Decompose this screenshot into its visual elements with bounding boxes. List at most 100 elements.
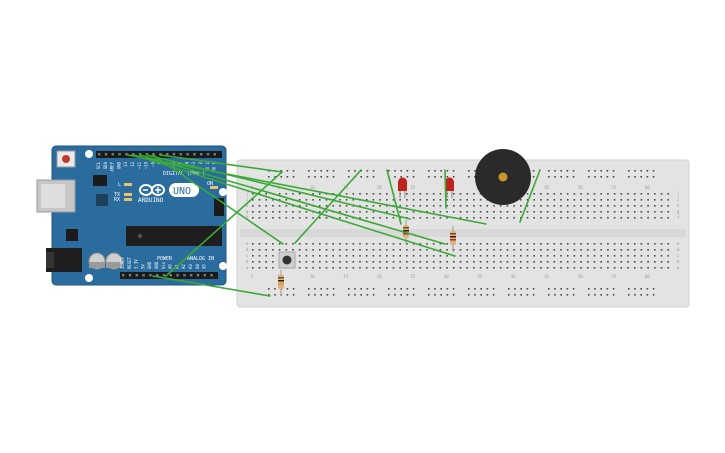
terminal-hole xyxy=(432,205,435,207)
terminal-hole xyxy=(419,193,422,195)
pushbutton[interactable] xyxy=(278,251,296,269)
rail-hole xyxy=(548,288,550,290)
rail-hole xyxy=(434,294,436,296)
terminal-hole xyxy=(305,261,308,263)
terminal-hole xyxy=(459,199,462,201)
terminal-hole xyxy=(520,243,522,245)
column-number: 25 xyxy=(410,274,415,279)
terminal-hole xyxy=(278,205,281,207)
header-pin xyxy=(125,153,128,156)
terminal-hole xyxy=(506,249,509,251)
terminal-hole xyxy=(647,261,649,263)
terminal-hole xyxy=(499,249,502,251)
red-led-2[interactable] xyxy=(445,177,454,198)
terminal-hole xyxy=(546,267,549,269)
rail-hole xyxy=(428,170,430,172)
rail-hole xyxy=(588,170,590,172)
rail-hole xyxy=(348,176,350,178)
terminal-hole xyxy=(660,267,663,269)
resistor-button[interactable] xyxy=(278,270,284,296)
terminal-hole xyxy=(493,211,495,213)
header-pin xyxy=(135,274,138,277)
bottom-pin-label: A2 xyxy=(181,264,186,269)
terminal-hole xyxy=(419,261,422,263)
terminal-hole xyxy=(399,261,401,263)
rail-hole xyxy=(274,176,276,178)
resistor-led-2[interactable] xyxy=(450,226,456,252)
terminal-hole xyxy=(365,199,368,201)
piezo-buzzer[interactable] xyxy=(475,149,531,205)
rail-hole xyxy=(468,288,470,290)
terminal-hole xyxy=(654,205,656,207)
terminal-hole xyxy=(660,217,663,219)
header-pin xyxy=(190,274,193,277)
rail-hole xyxy=(554,170,556,172)
terminal-hole xyxy=(613,211,616,213)
rail-hole xyxy=(394,288,396,290)
terminal-hole xyxy=(265,243,267,245)
terminal-hole xyxy=(285,199,288,201)
terminal-hole xyxy=(633,261,636,263)
terminal-hole xyxy=(647,217,649,219)
terminal-hole xyxy=(459,217,462,219)
terminal-hole xyxy=(332,243,334,245)
terminal-hole xyxy=(654,211,656,213)
terminal-hole xyxy=(560,243,562,245)
terminal-hole xyxy=(620,249,623,251)
terminal-hole xyxy=(587,249,589,251)
wires xyxy=(127,154,541,297)
terminal-hole xyxy=(640,261,643,263)
terminal-hole xyxy=(352,255,355,257)
terminal-hole xyxy=(627,255,629,257)
terminal-hole xyxy=(466,211,468,213)
digital-pin-label: ~10 xyxy=(144,161,149,169)
terminal-hole xyxy=(613,267,616,269)
rail-hole xyxy=(628,176,630,178)
terminal-hole xyxy=(513,243,515,245)
terminal-hole xyxy=(660,193,663,195)
rail-hole xyxy=(394,294,396,296)
header-pin xyxy=(142,274,145,277)
terminal-hole xyxy=(620,255,623,257)
terminal-hole xyxy=(292,243,294,245)
breadboard[interactable]: 1155101015152020252530303535404045455050… xyxy=(236,159,690,308)
rail-hole xyxy=(286,288,289,290)
rail-hole xyxy=(514,288,516,290)
terminal-hole xyxy=(560,193,562,195)
header-pin xyxy=(159,153,162,156)
terminal-hole xyxy=(426,193,428,195)
header-pin xyxy=(98,153,101,156)
terminal-hole xyxy=(272,243,274,245)
terminal-hole xyxy=(432,211,435,213)
terminal-hole xyxy=(252,217,254,219)
row-letter: b xyxy=(246,259,249,264)
red-led-1[interactable] xyxy=(398,177,407,198)
rail-hole xyxy=(388,288,390,290)
terminal-hole xyxy=(553,249,556,251)
terminal-hole xyxy=(426,267,428,269)
column-number: 50 xyxy=(578,274,583,279)
on-led xyxy=(210,186,218,189)
terminal-hole xyxy=(439,255,442,257)
terminal-hole xyxy=(620,199,623,201)
terminal-hole xyxy=(580,211,582,213)
terminal-hole xyxy=(258,249,261,251)
column-number: 20 xyxy=(377,274,382,279)
terminal-hole xyxy=(493,243,495,245)
rail-hole xyxy=(308,294,310,296)
terminal-hole xyxy=(379,267,381,269)
digital-pin-label: ~3 xyxy=(191,161,196,166)
terminal-hole xyxy=(319,193,321,195)
rail-hole xyxy=(360,288,362,290)
terminal-hole xyxy=(600,211,602,213)
terminal-hole xyxy=(520,199,522,201)
terminal-hole xyxy=(345,199,348,201)
rail-hole xyxy=(526,288,529,290)
terminal-hole xyxy=(587,217,589,219)
terminal-hole xyxy=(386,211,388,213)
terminal-hole xyxy=(453,205,455,207)
terminal-hole xyxy=(667,243,669,245)
terminal-hole xyxy=(580,217,582,219)
rx-led xyxy=(124,198,132,201)
